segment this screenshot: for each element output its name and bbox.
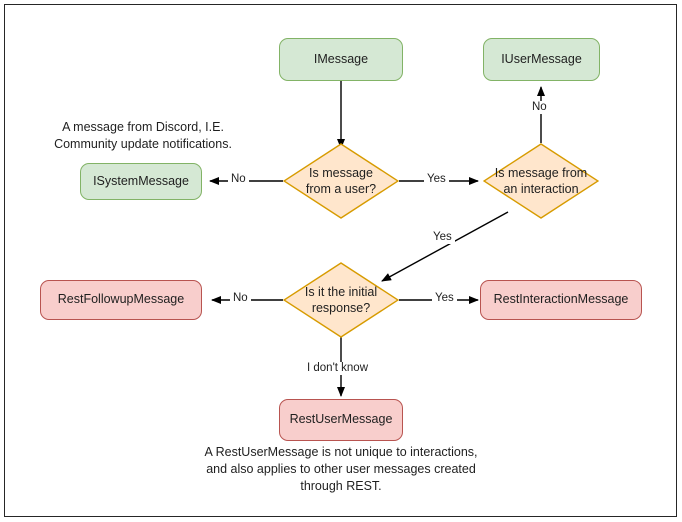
- node-imessage-label: IMessage: [313, 51, 369, 66]
- decision-initial-shape: [283, 262, 399, 338]
- note-system-message: A message from Discord, I.E. Community u…: [54, 120, 232, 151]
- node-decision-interaction[interactable]: Is message from an interaction: [483, 143, 599, 219]
- node-decision-user[interactable]: Is message from a user?: [283, 143, 399, 219]
- node-restusermessage[interactable]: RestUserMessage: [279, 399, 403, 441]
- edge-label-user-no: No: [228, 173, 249, 186]
- node-isystemmessage[interactable]: ISystemMessage: [80, 163, 202, 200]
- node-restfollowupmessage[interactable]: RestFollowupMessage: [40, 280, 202, 320]
- edge-label-initial-yes: Yes: [432, 292, 457, 305]
- node-imessage[interactable]: IMessage: [279, 38, 403, 81]
- edge-label-interaction-no: No: [529, 101, 550, 114]
- edge-label-initial-unknown: I don't know: [304, 362, 372, 375]
- node-decision-initial[interactable]: Is it the initial response?: [283, 262, 399, 338]
- node-iusermessage[interactable]: IUserMessage: [483, 38, 600, 81]
- decision-interaction-shape: [483, 143, 599, 219]
- node-iusermessage-label: IUserMessage: [501, 51, 582, 66]
- note-rest-user-message: A RestUserMessage is not unique to inter…: [204, 445, 478, 493]
- node-restusermessage-label: RestUserMessage: [289, 412, 393, 427]
- node-isystemmessage-label: ISystemMessage: [93, 173, 189, 188]
- node-restinteractionmessage[interactable]: RestInteractionMessage: [480, 280, 642, 320]
- edge-label-initial-no: No: [230, 292, 251, 305]
- node-restfollowupmessage-label: RestFollowupMessage: [57, 292, 185, 307]
- node-decision-initial-label: Is it the initial response?: [304, 284, 378, 315]
- node-decision-interaction-label: Is message from an interaction: [494, 165, 588, 196]
- decision-user-shape: [283, 143, 399, 219]
- edge-label-interaction-yes: Yes: [430, 231, 455, 244]
- node-restinteractionmessage-label: RestInteractionMessage: [493, 292, 629, 307]
- edge-label-user-yes: Yes: [424, 173, 449, 186]
- node-decision-user-label: Is message from a user?: [305, 165, 377, 196]
